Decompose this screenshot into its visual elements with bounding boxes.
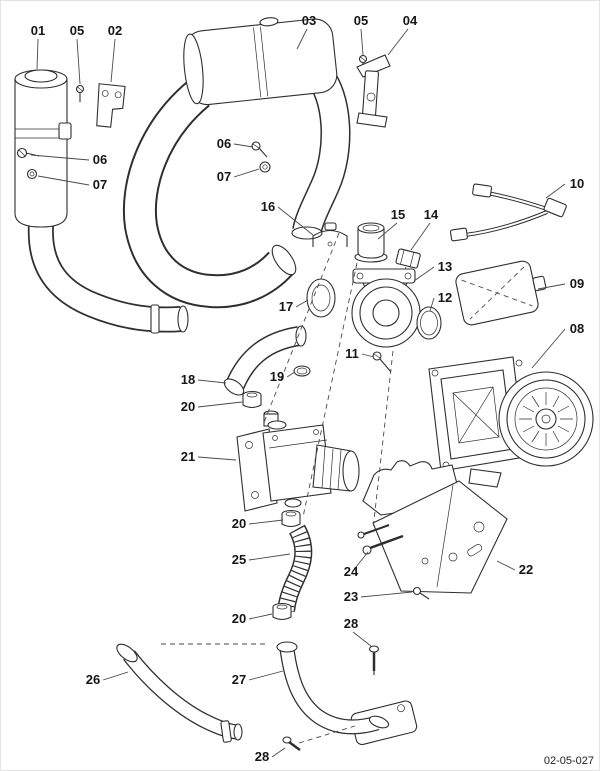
part-18-elbow-hose <box>223 325 307 396</box>
callout-04: 04 <box>403 13 418 28</box>
callout-14: 14 <box>424 207 439 222</box>
part-04-bracket <box>356 54 391 128</box>
figure-number: 02-05-027 <box>544 755 594 767</box>
part-03-silencer <box>122 17 351 309</box>
callout-27: 27 <box>232 672 246 687</box>
callout-11: 11 <box>345 346 359 361</box>
part-21-pump <box>236 410 360 512</box>
part-24-bolts <box>357 524 404 555</box>
part-16-clamp <box>312 222 348 247</box>
callout-13: 13 <box>438 259 452 274</box>
callout-21: 21 <box>181 449 195 464</box>
callout-17: 17 <box>279 299 293 314</box>
part-10-wiring-harness <box>449 183 567 242</box>
callout-07b: 07 <box>217 169 231 184</box>
callout-18: 18 <box>181 372 195 387</box>
callout-09: 09 <box>570 276 584 291</box>
part-09-gasket <box>455 260 547 326</box>
callout-05b: 05 <box>354 13 368 28</box>
part-05-screw-top-left <box>75 84 85 102</box>
callout-10: 10 <box>570 176 584 191</box>
part-23-screw <box>412 586 430 600</box>
leader-lines <box>30 28 566 758</box>
callout-28b: 28 <box>255 749 269 764</box>
part-25-corrugated-hose <box>277 524 313 613</box>
callout-24: 24 <box>344 564 359 579</box>
callout-01: 01 <box>31 23 45 38</box>
callout-02: 02 <box>108 23 122 38</box>
callout-25: 25 <box>232 552 246 567</box>
part-20-fitting-c <box>272 602 292 621</box>
part-08-blower-motor <box>428 356 594 488</box>
callout-03: 03 <box>302 13 316 28</box>
callout-labels: 01 05 02 03 05 04 06 07 06 07 16 15 14 1… <box>31 13 584 764</box>
part-17-seal-ring <box>306 278 336 318</box>
part-13-fan-housing <box>351 268 421 348</box>
part-20-fitting-b <box>281 509 301 528</box>
callout-06a: 06 <box>93 152 107 167</box>
callout-20b: 20 <box>232 516 246 531</box>
callout-12: 12 <box>438 290 452 305</box>
callout-22: 22 <box>519 562 533 577</box>
callout-05a: 05 <box>70 23 84 38</box>
callout-07a: 07 <box>93 177 107 192</box>
part-20-fitting-a <box>242 390 262 409</box>
alignment-lines <box>161 232 394 744</box>
part-15-cylinder <box>354 222 388 263</box>
callout-20a: 20 <box>181 399 195 414</box>
callout-16: 16 <box>261 199 275 214</box>
callout-19: 19 <box>270 369 284 384</box>
part-06-screw-center <box>251 141 268 158</box>
callout-26: 26 <box>86 672 100 687</box>
part-27-pipe <box>276 641 418 746</box>
part-28-screw-a <box>368 645 380 675</box>
callout-08: 08 <box>570 321 584 336</box>
callout-28a: 28 <box>344 616 358 631</box>
part-01-tank <box>14 69 189 334</box>
part-26-pipe <box>116 643 243 743</box>
callout-06b: 06 <box>217 136 231 151</box>
callout-20c: 20 <box>232 611 246 626</box>
callout-15: 15 <box>391 207 405 222</box>
part-28-screw-b <box>282 736 301 752</box>
part-11-screw <box>372 351 392 373</box>
part-19-o-ring <box>293 365 311 377</box>
part-07-washer-center <box>259 161 271 173</box>
part-12-seal-ring <box>416 306 442 340</box>
part-07-washer-left <box>26 168 38 180</box>
part-02-bracket <box>96 83 126 128</box>
part-22-bracket <box>362 460 508 594</box>
callout-23: 23 <box>344 589 358 604</box>
